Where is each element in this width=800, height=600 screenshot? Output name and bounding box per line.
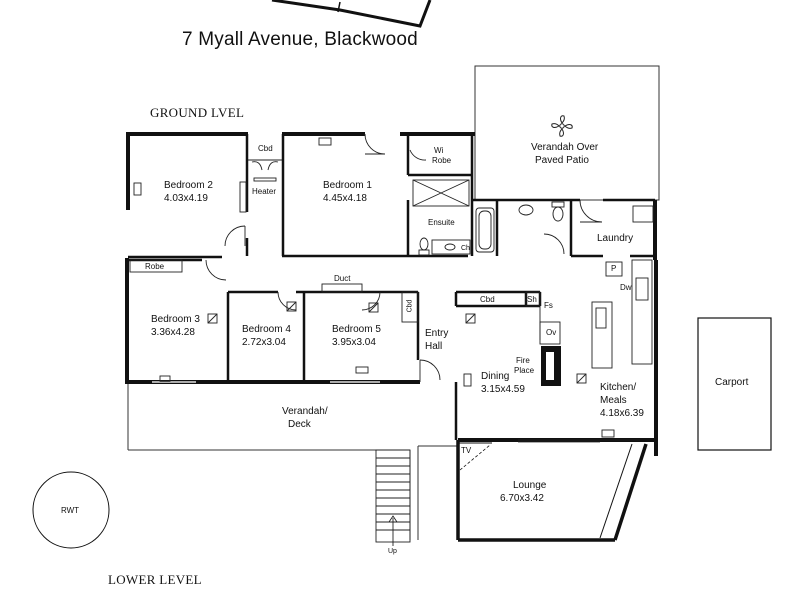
duct-label: Duct	[334, 274, 351, 283]
bedroom3-size: 3.36x4.28	[151, 327, 195, 338]
kitchen-name2: Meals	[600, 395, 627, 406]
kitchen-size: 4.18x6.39	[600, 408, 644, 419]
bedroom4-size: 2.72x3.04	[242, 337, 286, 348]
cbd-label: Cbd	[258, 144, 273, 153]
verandah-deck-label-1: Verandah/	[282, 406, 328, 417]
shower-label: Sh	[527, 295, 537, 304]
bedroom3-name: Bedroom 3	[151, 314, 200, 325]
lounge-walls	[456, 440, 648, 542]
address-title: 7 Myall Avenue, Blackwood	[182, 29, 418, 50]
fireplace-inner	[546, 352, 554, 380]
tv-label: TV	[461, 446, 472, 455]
wi-robe-label-1: Wi	[434, 146, 444, 155]
bedroom2-size: 4.03x4.19	[164, 193, 208, 204]
kitchen-name1: Kitchen/	[600, 382, 637, 393]
lounge-size: 6.70x3.42	[500, 493, 544, 504]
fireplace-label-1: Fire	[516, 356, 530, 365]
dishwasher-label: Dw	[620, 283, 632, 292]
rwt-label: RWT	[61, 506, 80, 515]
cbd-hall-label: Cbd	[406, 299, 414, 313]
verandah-deck-label-2: Deck	[288, 419, 311, 430]
ground-level-heading: GROUND LVEL	[150, 105, 245, 120]
verandah-patio-label-1: Verandah Over	[531, 142, 599, 153]
interior-walls	[128, 134, 656, 440]
top-structure	[271, 0, 432, 28]
cbd-dining-label: Cbd	[480, 295, 495, 304]
bedroom1-name: Bedroom 1	[323, 180, 372, 191]
lounge-name: Lounge	[513, 480, 547, 491]
bedroom2-name: Bedroom 2	[164, 180, 213, 191]
stairs	[375, 449, 411, 546]
oven-label: Ov	[546, 328, 557, 337]
ch-label: Ch	[461, 245, 470, 252]
wi-robe-label-2: Robe	[432, 156, 452, 165]
dining-size: 3.15x4.59	[481, 384, 525, 395]
entry-hall-label-1: Entry	[425, 328, 449, 339]
dining-name: Dining	[481, 371, 510, 382]
fixtures	[129, 133, 654, 443]
laundry-label: Laundry	[597, 233, 634, 244]
entry-hall-label-2: Hall	[425, 341, 443, 352]
fridge-space-label: Fs	[544, 301, 553, 310]
fireplace-label-2: Place	[514, 366, 535, 375]
verandah-patio-outline	[474, 65, 660, 201]
heater-label: Heater	[252, 187, 277, 196]
robe-label: Robe	[145, 262, 165, 271]
ensuite-label: Ensuite	[428, 218, 455, 227]
verandah-patio-label-2: Paved Patio	[535, 155, 589, 166]
rainwater-tank	[32, 471, 110, 549]
stairs-up-label: Up	[388, 548, 397, 555]
carport-label: Carport	[715, 377, 749, 388]
ceiling-fan-icon	[551, 115, 573, 137]
pantry-label: P	[611, 264, 617, 273]
bedroom5-name: Bedroom 5	[332, 324, 381, 335]
carport-outline	[697, 317, 772, 451]
vent-icons	[133, 137, 615, 438]
bedroom1-size: 4.45x4.18	[323, 193, 367, 204]
bedroom4-name: Bedroom 4	[242, 324, 291, 335]
bedroom5-size: 3.95x3.04	[332, 337, 376, 348]
lower-level-heading: LOWER LEVEL	[108, 572, 202, 587]
